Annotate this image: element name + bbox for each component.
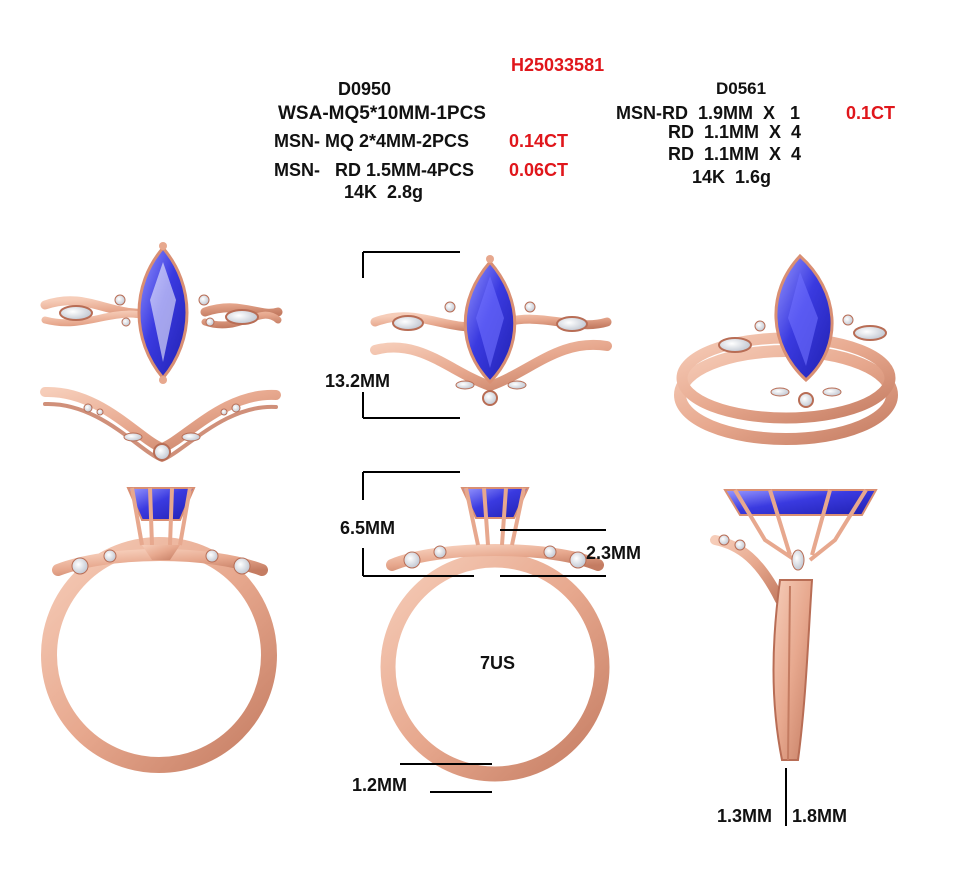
left-spec-line1: WSA-MQ5*10MM-1PCS [278,103,486,124]
left-spec-metal: 14K 2.8g [344,182,424,202]
dim-side-right: 1.8MM [792,806,848,826]
left-spec-line2: MSN- MQ 2*4MM-2PCS [274,131,470,151]
left-spec-line3: MSN- RD 1.5MM-4PCS [274,160,475,180]
dim-set-height: 13.2MM [325,371,391,391]
engagement-ring-front-view [40,242,283,384]
dim-band-width: 2.3MM [586,543,642,563]
ring-set-side-view-dimensioned [362,471,610,793]
left-spec-line2-weight: 0.14CT [509,131,569,151]
dim-ring-size: 7US [480,653,516,673]
left-spec-line3-weight: 0.06CT [509,160,569,180]
wedding-band-front-view [40,386,281,463]
right-spec-metal: 14K 1.6g [692,167,772,187]
left-spec-code: D0950 [338,79,392,99]
ring-set-edge-view [710,488,878,826]
dim-side-left: 1.3MM [717,806,773,826]
ring-set-perspective-view [674,253,898,445]
order-code: H25033581 [511,55,605,75]
right-spec-line2: RD 1.1MM X 4 [668,122,802,142]
dim-shank-thickness: 1.2MM [352,775,408,795]
ring-set-stacked-view [362,251,612,419]
right-spec-line3: RD 1.1MM X 4 [668,144,802,164]
engagement-ring-side-view [41,487,277,773]
right-spec-line1-weight: 0.1CT [846,103,896,123]
dim-head-height: 6.5MM [340,518,396,538]
right-spec-code: D0561 [716,79,767,98]
right-spec-line1: MSN-RD 1.9MM X 1 [616,103,801,123]
